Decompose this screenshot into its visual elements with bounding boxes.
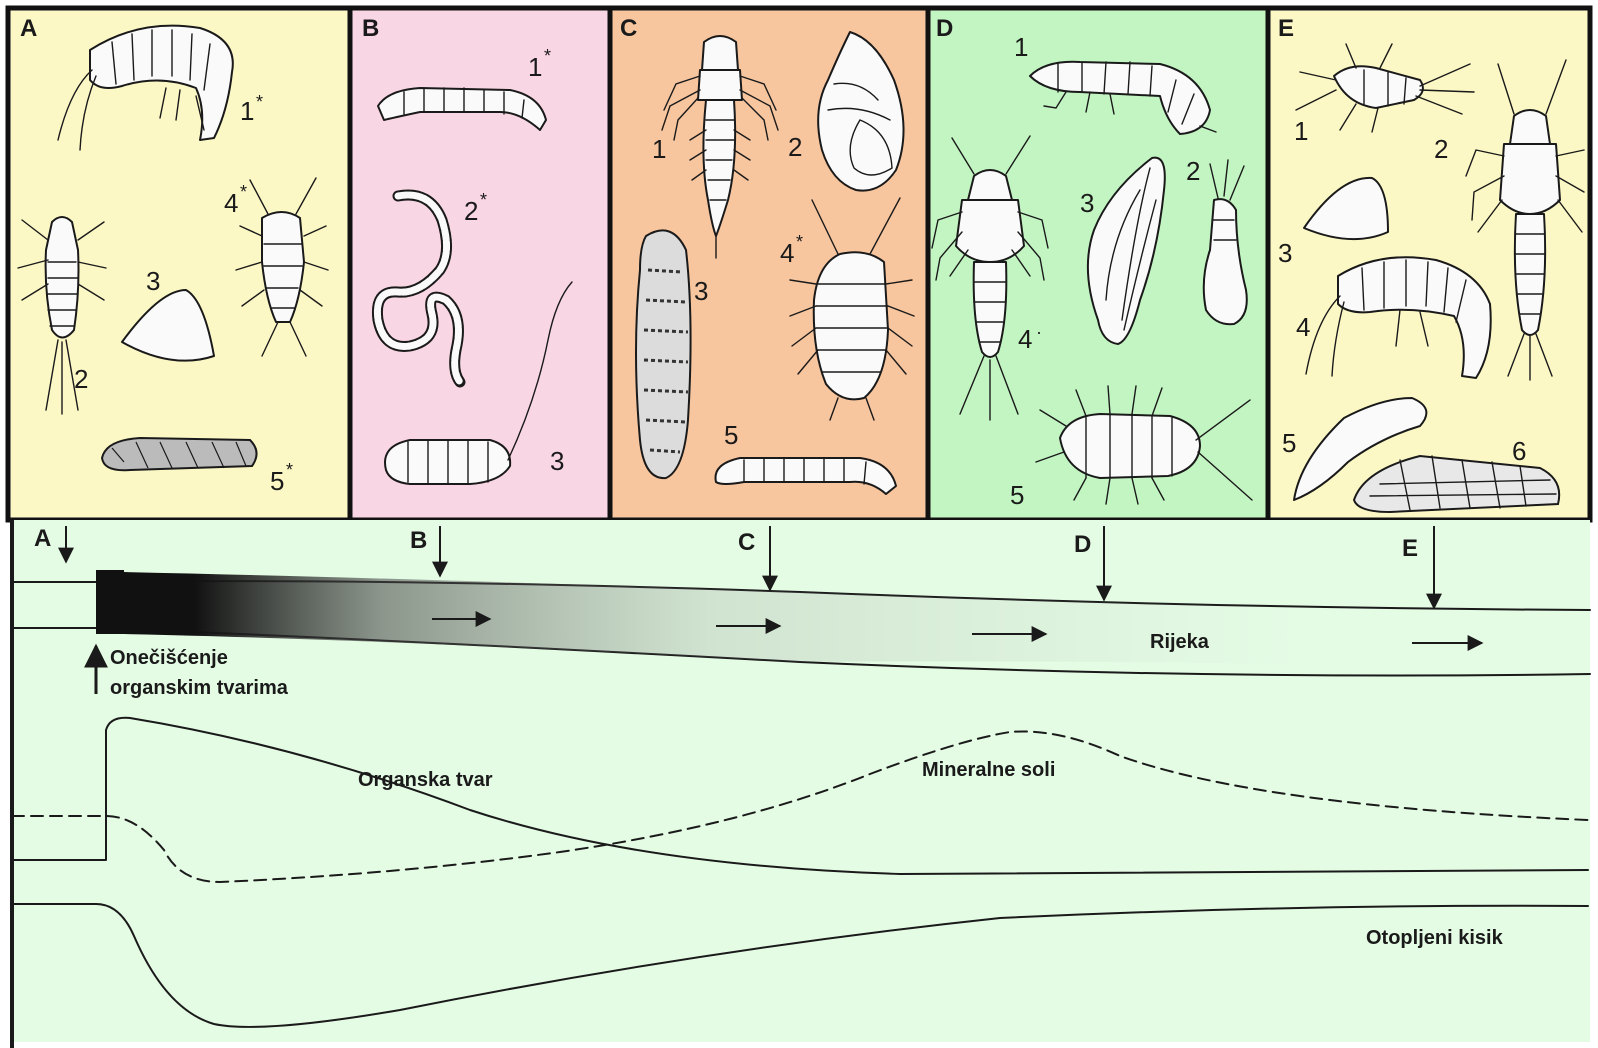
pollution-label-line1: Onečišćenje bbox=[110, 647, 228, 669]
panel-e-label-6: 6 bbox=[1512, 436, 1526, 466]
panel-b-star-1: * bbox=[544, 46, 551, 66]
panel-a-label-4: 4 bbox=[224, 188, 238, 218]
panel-c-label-1: 1 bbox=[652, 134, 666, 164]
panel-d-label-4: 4 bbox=[1018, 324, 1032, 354]
site-letter-d: D bbox=[1074, 531, 1091, 558]
panel-d-star-4: · bbox=[1036, 322, 1042, 342]
panel-b-letter: B bbox=[362, 15, 379, 42]
pollution-label-line2: organskim tvarima bbox=[110, 677, 289, 699]
panel-d-label-5: 5 bbox=[1010, 480, 1024, 510]
panel-a-star-4: * bbox=[240, 182, 247, 202]
panel-d: D 1 4 · 3 2 bbox=[928, 8, 1268, 520]
site-letter-c: C bbox=[738, 529, 755, 556]
dissolved-oxygen-label: Otopljeni kisik bbox=[1366, 927, 1504, 949]
leech-illustration bbox=[636, 230, 691, 478]
site-letter-a: A bbox=[34, 525, 51, 552]
panel-d-letter: D bbox=[936, 15, 953, 42]
panel-d-label-2: 2 bbox=[1186, 156, 1200, 186]
panel-d-label-3: 3 bbox=[1080, 188, 1094, 218]
panel-d-label-1: 1 bbox=[1014, 32, 1028, 62]
panel-b-label-2: 2 bbox=[464, 196, 478, 226]
panel-c-letter: C bbox=[620, 15, 637, 42]
panel-c-label-2: 2 bbox=[788, 132, 802, 162]
panel-b: B 1 * 2 * 3 bbox=[350, 8, 610, 520]
panel-a: A 1 * 2 3 4 * bbox=[8, 8, 350, 520]
organic-matter-label: Organska tvar bbox=[358, 769, 493, 791]
river-label: Rijeka bbox=[1150, 631, 1210, 653]
mineral-salts-label: Mineralne soli bbox=[922, 759, 1055, 781]
panel-e-label-1: 1 bbox=[1294, 116, 1308, 146]
panel-a-star-5: * bbox=[286, 460, 293, 480]
panel-a-label-1: 1 bbox=[240, 96, 254, 126]
panel-a-star-1: * bbox=[256, 92, 263, 112]
panel-a-label-2: 2 bbox=[74, 364, 88, 394]
panel-e: E 1 2 3 4 5 bbox=[1268, 8, 1590, 520]
panel-a-label-3: 3 bbox=[146, 266, 160, 296]
panel-c-label-4: 4 bbox=[780, 238, 794, 268]
panel-c: C 1 2 3 4 * bbox=[610, 8, 928, 520]
panel-c-label-5: 5 bbox=[724, 420, 738, 450]
panel-c-label-3: 3 bbox=[694, 276, 708, 306]
panel-a-letter: A bbox=[20, 15, 37, 42]
site-letter-e: E bbox=[1402, 535, 1418, 562]
site-letter-b: B bbox=[410, 527, 427, 554]
panel-e-label-2: 2 bbox=[1434, 134, 1448, 164]
panel-b-label-1: 1 bbox=[528, 52, 542, 82]
panel-e-label-5: 5 bbox=[1282, 428, 1296, 458]
panel-e-letter: E bbox=[1278, 15, 1294, 42]
panel-c-star-4: * bbox=[796, 232, 803, 252]
pollution-source-block bbox=[96, 570, 124, 634]
panel-e-label-4: 4 bbox=[1296, 312, 1310, 342]
caddisfly-case-illustration bbox=[102, 438, 257, 470]
panel-b-label-3: 3 bbox=[550, 446, 564, 476]
panel-e-label-3: 3 bbox=[1278, 238, 1292, 268]
panel-a-label-5: 5 bbox=[270, 466, 284, 496]
panel-b-star-2: * bbox=[480, 190, 487, 210]
